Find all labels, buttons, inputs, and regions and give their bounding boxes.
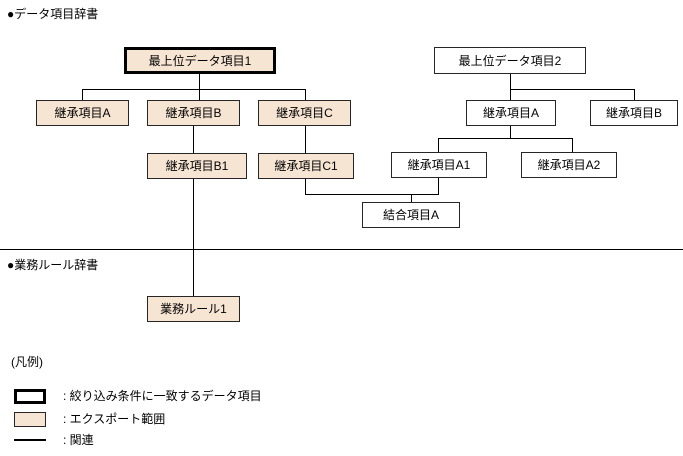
legend-swatch-wrap bbox=[0, 439, 46, 441]
legend-row-export-range: : エクスポート範囲 bbox=[0, 409, 165, 429]
legend-title: (凡例) bbox=[11, 355, 43, 369]
node-right-inherit-item-a1[interactable]: 継承項目A1 bbox=[391, 152, 487, 178]
connector-a1-down bbox=[438, 178, 439, 194]
connector-bus-to-inherit-a bbox=[82, 89, 83, 100]
node-right-inherit-item-b[interactable]: 継承項目B bbox=[590, 100, 678, 126]
node-top-data-item-1[interactable]: 最上位データ項目1 bbox=[124, 47, 276, 74]
section-heading-business-rule-dictionary: ●業務ルール辞書 bbox=[7, 258, 99, 272]
node-join-item-a[interactable]: 結合項目A bbox=[362, 202, 460, 228]
node-right-inherit-item-a[interactable]: 継承項目A bbox=[466, 100, 556, 126]
connector-top1-to-bus bbox=[199, 74, 200, 89]
connector-bus-r-a-children bbox=[438, 138, 572, 139]
beige-filled-box-icon bbox=[14, 411, 46, 427]
node-inherit-item-c[interactable]: 継承項目C bbox=[258, 100, 351, 126]
connector-b1-to-business-rule-1 bbox=[193, 179, 194, 296]
connector-bus-to-r-inherit-a2 bbox=[572, 138, 573, 152]
section-heading-data-dictionary: ●データ項目辞書 bbox=[7, 7, 99, 21]
connector-r-inherit-a-to-bus bbox=[510, 126, 511, 138]
section-divider bbox=[0, 249, 683, 250]
connector-bus-right-children bbox=[510, 89, 634, 90]
node-business-rule-1[interactable]: 業務ルール1 bbox=[147, 296, 240, 322]
legend-row-relation: : 関連 bbox=[0, 430, 94, 450]
legend-label-match-condition: : 絞り込み条件に一致するデータ項目 bbox=[63, 389, 262, 403]
connector-bus-to-inherit-b bbox=[199, 89, 200, 100]
solid-line-icon bbox=[14, 439, 46, 441]
legend-row-match-condition: : 絞り込み条件に一致するデータ項目 bbox=[0, 386, 262, 406]
connector-bus-to-r-inherit-a bbox=[510, 89, 511, 100]
thick-black-outline-box-icon bbox=[14, 388, 46, 404]
connector-bus-left-children bbox=[82, 89, 306, 90]
connector-inherit-c-to-c1 bbox=[305, 126, 306, 153]
legend-label-export-range: : エクスポート範囲 bbox=[63, 412, 166, 426]
legend-swatch-wrap bbox=[0, 388, 46, 404]
connector-bus-to-inherit-c bbox=[305, 89, 306, 100]
connector-top2-to-bus bbox=[510, 74, 511, 89]
connector-join-bus-to-join-a bbox=[411, 194, 412, 202]
legend-label-relation: : 関連 bbox=[63, 433, 94, 447]
connector-bus-to-r-inherit-a1 bbox=[438, 138, 439, 152]
node-top-data-item-2[interactable]: 最上位データ項目2 bbox=[434, 47, 586, 74]
connector-inherit-b-to-b1 bbox=[193, 126, 194, 153]
legend-swatch-wrap bbox=[0, 411, 46, 427]
node-inherit-item-c1[interactable]: 継承項目C1 bbox=[258, 153, 354, 179]
node-inherit-item-b[interactable]: 継承項目B bbox=[147, 100, 240, 126]
connector-c1-down bbox=[305, 179, 306, 194]
node-inherit-item-b1[interactable]: 継承項目B1 bbox=[147, 153, 247, 179]
connector-join-bus bbox=[305, 194, 439, 195]
node-inherit-item-a[interactable]: 継承項目A bbox=[36, 100, 129, 126]
connector-bus-to-r-inherit-b bbox=[634, 89, 635, 100]
node-right-inherit-item-a2[interactable]: 継承項目A2 bbox=[521, 152, 617, 178]
